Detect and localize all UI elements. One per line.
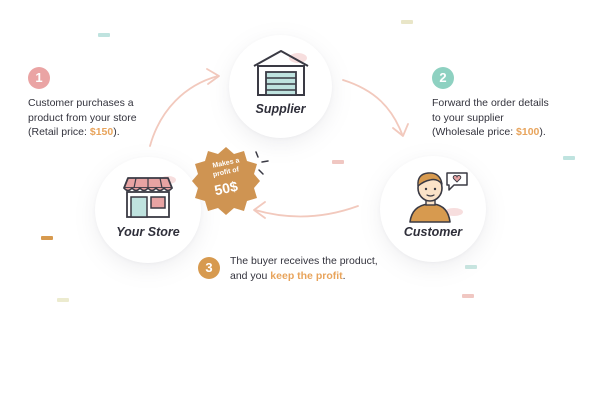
warehouse-icon (253, 50, 309, 96)
arrow-supplier-to-customer-head (392, 123, 409, 137)
confetti (401, 20, 413, 24)
step-1-line-1: Customer purchases a (28, 97, 134, 109)
step-1-line-3: (Retail price: $150). (28, 126, 120, 138)
profit-badge (192, 147, 260, 215)
confetti (41, 236, 53, 240)
sparkle-lines (255, 151, 269, 175)
confetti (332, 160, 344, 164)
confetti (57, 298, 69, 302)
arrow-store-to-supplier-head (206, 68, 220, 85)
step-2-text: Forward the order details to your suppli… (432, 96, 549, 140)
retail-price: $150 (89, 126, 114, 138)
arrow-store-to-supplier (149, 75, 219, 147)
arrow-supplier-to-customer (342, 79, 403, 135)
confetti (98, 33, 110, 37)
confetti (465, 265, 477, 269)
step-1-text: Customer purchases a product from your s… (28, 96, 137, 140)
arrow-customer-to-store (254, 205, 359, 218)
confetti (462, 294, 474, 298)
supplier-label: Supplier (255, 102, 306, 116)
step-2-number: 2 (432, 67, 454, 89)
confetti (563, 156, 575, 160)
customer-label: Customer (403, 225, 463, 239)
arrow-customer-to-store-head (253, 201, 266, 219)
step-2-line-3: (Wholesale price: $100). (432, 126, 546, 138)
storefront-icon (123, 176, 176, 218)
step-2-line-2: to your supplier (432, 111, 504, 124)
step-3-text: The buyer receives the product, and you … (230, 254, 378, 283)
your-store-label: Your Store (116, 225, 180, 239)
customer-person-icon (409, 172, 463, 223)
heart-speech-bubble-icon (446, 172, 468, 191)
keep-the-profit: keep the profit (270, 269, 343, 282)
wholesale-price: $100 (516, 126, 540, 138)
step-1-number: 1 (28, 67, 50, 89)
step-2-line-1: Forward the order details (432, 97, 549, 109)
step-3-line-2: and you keep the profit. (230, 269, 346, 282)
step-3-number: 3 (198, 257, 220, 279)
step-3-line-1: The buyer receives the product, (230, 255, 378, 267)
step-1-line-2: product from your store (28, 111, 137, 124)
